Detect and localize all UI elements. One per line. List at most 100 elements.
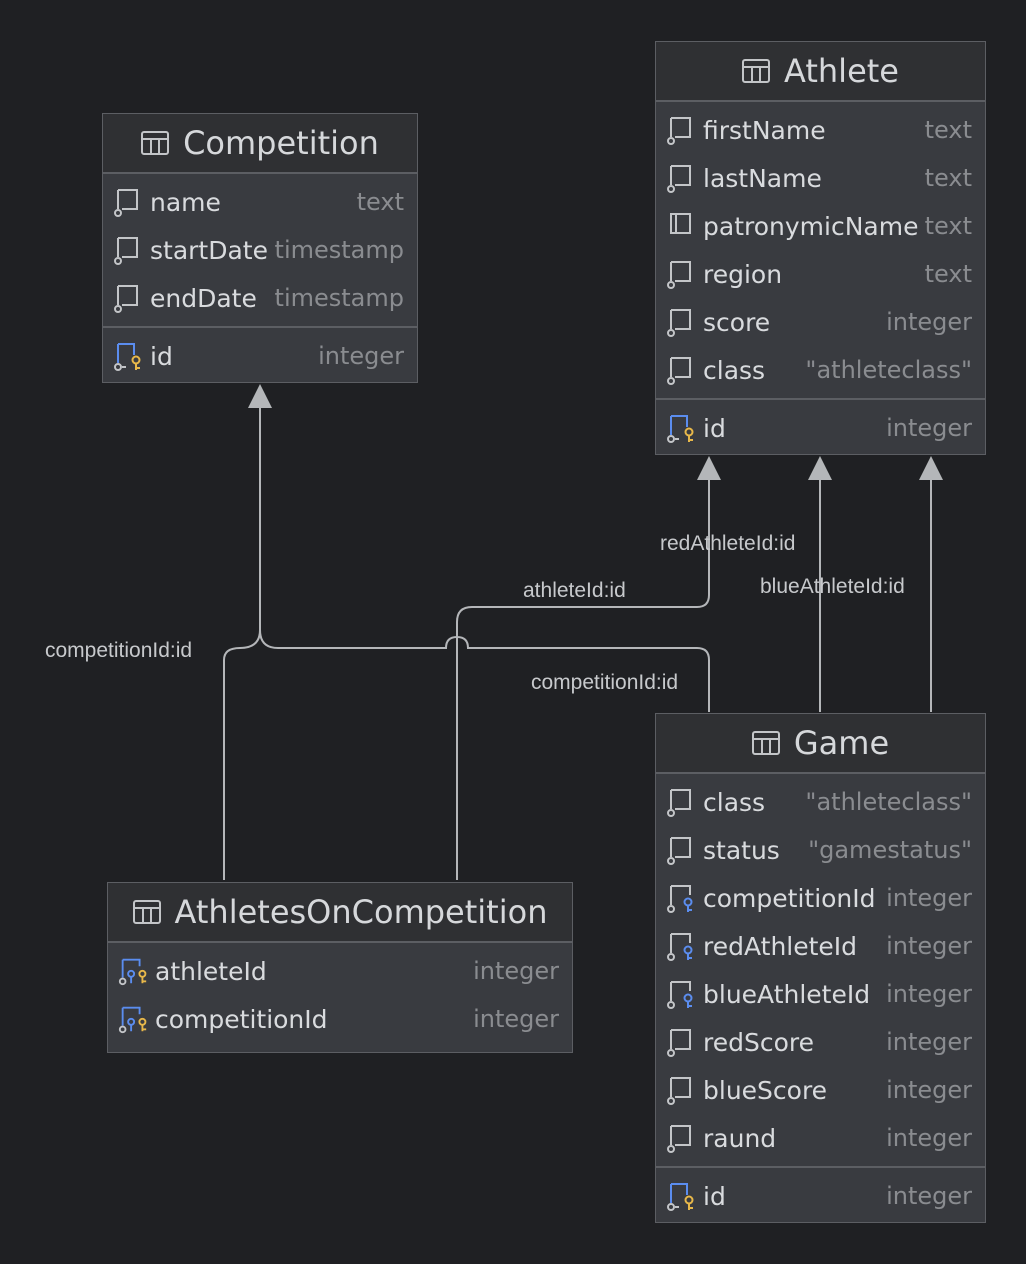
entity-competition[interactable]: Competition name text startDate timestam… bbox=[102, 113, 418, 383]
primary-key-icon bbox=[112, 340, 144, 372]
column-type: integer bbox=[318, 342, 404, 370]
primary-key-row[interactable]: id integer bbox=[656, 404, 985, 452]
entity-title: AthletesOnCompetition bbox=[174, 893, 548, 931]
column-icon bbox=[112, 234, 144, 266]
column-name: id bbox=[703, 1181, 726, 1211]
column-row[interactable]: redAthleteId integer bbox=[656, 922, 985, 970]
column-row[interactable]: status "gamestatus" bbox=[656, 826, 985, 874]
foreign-key-icon bbox=[665, 882, 697, 914]
column-name: athleteId bbox=[155, 956, 267, 986]
column-row[interactable]: endDate timestamp bbox=[103, 274, 417, 322]
column-row[interactable]: name text bbox=[103, 178, 417, 226]
entity-header[interactable]: AthletesOnCompetition bbox=[108, 883, 572, 943]
primary-key-row[interactable]: id integer bbox=[103, 332, 417, 380]
column-type: integer bbox=[886, 1182, 972, 1210]
entity-header[interactable]: Competition bbox=[103, 114, 417, 174]
column-type: "athleteclass" bbox=[805, 356, 972, 384]
column-row[interactable]: patronymicName text bbox=[656, 202, 985, 250]
primary-key-icon bbox=[665, 412, 697, 444]
column-row[interactable]: lastName text bbox=[656, 154, 985, 202]
composite-key-icon bbox=[117, 1003, 149, 1035]
edge-aoc-competition bbox=[223, 402, 261, 880]
table-icon bbox=[141, 131, 170, 155]
composite-key-icon bbox=[117, 955, 149, 987]
column-type: integer bbox=[886, 884, 972, 912]
column-type: timestamp bbox=[274, 236, 404, 264]
column-type: integer bbox=[886, 308, 972, 336]
column-name: region bbox=[703, 259, 783, 289]
column-name: class bbox=[703, 787, 766, 817]
column-icon bbox=[665, 354, 697, 386]
foreign-key-icon bbox=[665, 978, 697, 1010]
column-name: competitionId bbox=[703, 883, 876, 913]
column-name: id bbox=[150, 341, 173, 371]
column-icon bbox=[665, 306, 697, 338]
column-row[interactable]: athleteId integer bbox=[108, 947, 572, 995]
column-type: integer bbox=[886, 414, 972, 442]
column-type: integer bbox=[473, 1005, 559, 1033]
arrowhead-competition bbox=[248, 384, 272, 408]
column-type: integer bbox=[886, 932, 972, 960]
column-type: integer bbox=[886, 1076, 972, 1104]
column-type: integer bbox=[886, 980, 972, 1008]
column-row[interactable]: class "athleteclass" bbox=[656, 346, 985, 394]
column-row[interactable]: score integer bbox=[656, 298, 985, 346]
column-type: timestamp bbox=[274, 284, 404, 312]
column-name: class bbox=[703, 355, 766, 385]
column-name: lastName bbox=[703, 163, 822, 193]
entity-header[interactable]: Game bbox=[656, 714, 985, 774]
column-icon bbox=[665, 162, 697, 194]
entity-athletes-on-competition[interactable]: AthletesOnCompetition athleteId integer … bbox=[107, 882, 573, 1053]
column-icon bbox=[665, 1122, 697, 1154]
column-type: integer bbox=[473, 957, 559, 985]
column-name: score bbox=[703, 307, 771, 337]
column-row[interactable]: raund integer bbox=[656, 1114, 985, 1162]
column-icon bbox=[665, 786, 697, 818]
table-icon bbox=[132, 900, 161, 924]
column-row[interactable]: class "athleteclass" bbox=[656, 778, 985, 826]
column-name: status bbox=[703, 835, 780, 865]
edge-aoc-athlete bbox=[456, 474, 710, 880]
column-row[interactable]: startDate timestamp bbox=[103, 226, 417, 274]
edge-label-game-blue: blueAthleteId:id bbox=[760, 575, 905, 598]
entity-header[interactable]: Athlete bbox=[656, 42, 985, 102]
table-icon bbox=[751, 731, 780, 755]
column-type: text bbox=[924, 116, 972, 144]
nullable-column-icon bbox=[665, 210, 697, 242]
column-type: integer bbox=[886, 1124, 972, 1152]
column-type: text bbox=[924, 212, 972, 240]
column-row[interactable]: blueAthleteId integer bbox=[656, 970, 985, 1018]
arrowhead-athlete-3 bbox=[919, 456, 943, 480]
column-type: integer bbox=[886, 1028, 972, 1056]
primary-key-icon bbox=[665, 1180, 697, 1212]
column-name: startDate bbox=[150, 235, 268, 265]
entity-game[interactable]: Game class "athleteclass" status "gamest… bbox=[655, 713, 986, 1223]
edge-label-aoc-competition: competitionId:id bbox=[45, 639, 193, 662]
column-row[interactable]: firstName text bbox=[656, 106, 985, 154]
column-icon bbox=[665, 1026, 697, 1058]
column-name: firstName bbox=[703, 115, 826, 145]
column-name: id bbox=[703, 413, 726, 443]
entity-athlete[interactable]: Athlete firstName text lastName text pat… bbox=[655, 41, 986, 455]
column-row[interactable]: competitionId integer bbox=[656, 874, 985, 922]
column-row[interactable]: blueScore integer bbox=[656, 1066, 985, 1114]
entity-title: Athlete bbox=[784, 52, 899, 90]
column-row[interactable]: redScore integer bbox=[656, 1018, 985, 1066]
column-name: raund bbox=[703, 1123, 777, 1153]
column-name: redAthleteId bbox=[703, 931, 858, 961]
column-icon bbox=[665, 1074, 697, 1106]
column-icon bbox=[665, 114, 697, 146]
column-type: text bbox=[924, 260, 972, 288]
column-icon bbox=[665, 258, 697, 290]
arrowhead-athlete-2 bbox=[808, 456, 832, 480]
column-icon bbox=[112, 186, 144, 218]
column-row[interactable]: competitionId integer bbox=[108, 995, 572, 1043]
column-type: "athleteclass" bbox=[805, 788, 972, 816]
column-row[interactable]: region text bbox=[656, 250, 985, 298]
arrowhead-athlete-1 bbox=[697, 456, 721, 480]
foreign-key-icon bbox=[665, 930, 697, 962]
edge-label-game-red: redAthleteId:id bbox=[660, 532, 796, 555]
primary-key-row[interactable]: id integer bbox=[656, 1172, 985, 1220]
entity-title: Competition bbox=[183, 124, 379, 162]
